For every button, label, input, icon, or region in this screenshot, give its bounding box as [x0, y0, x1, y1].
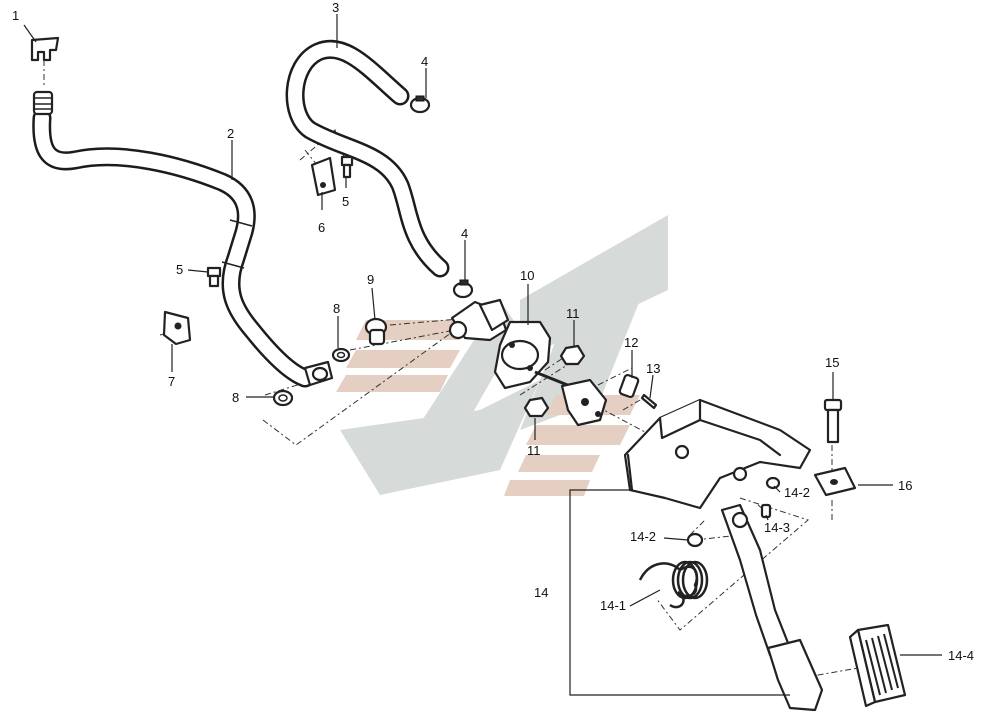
- callout-7: 7: [168, 374, 175, 389]
- callout-1: 1: [12, 8, 19, 23]
- clip-nut-part-16: [813, 466, 857, 497]
- callout-4-lower: 4: [461, 226, 468, 241]
- callout-11-upper: 11: [566, 306, 580, 321]
- hose-clamp-part-4-lower: [452, 279, 474, 299]
- callout-4-upper: 4: [421, 54, 428, 69]
- callout-5-upper: 5: [342, 194, 349, 209]
- callout-11-lower: 11: [527, 443, 541, 458]
- leader-lines: [23, 14, 942, 656]
- callout-13: 13: [646, 361, 660, 376]
- callout-16: 16: [898, 478, 912, 493]
- hose-union: [303, 360, 334, 387]
- callout-2: 2: [227, 126, 234, 141]
- bolt-part-5-left: [206, 266, 222, 288]
- callout-14-2-right: 14-2: [784, 485, 810, 500]
- banjo-bolt-part-9: [364, 317, 388, 346]
- callout-14-1: 14-1: [600, 598, 626, 613]
- callout-14-3: 14-3: [764, 520, 790, 535]
- alignment-lines: [43, 60, 859, 681]
- cotter-pin-part-13: [640, 393, 658, 410]
- callout-labels: 1 2 3 4 4 5 5 6 7 8 8 9 10 11 11 12 13 1…: [12, 0, 974, 663]
- pedal-pad-part-14-4: [848, 623, 907, 708]
- callout-10: 10: [520, 268, 534, 283]
- clip-part-1: [30, 36, 60, 62]
- bolt-part-15: [823, 398, 843, 444]
- callout-bracket-14: [569, 489, 790, 696]
- callout-8-left: 8: [232, 390, 239, 405]
- pedal-bracket-assembly: [623, 398, 812, 510]
- bushing-part-14-2-right: [765, 476, 781, 490]
- pin-part-12: [618, 373, 640, 399]
- callout-14-4: 14-4: [948, 648, 974, 663]
- nut-part-11-lower: [523, 396, 550, 418]
- hose-end-fitting: [32, 90, 54, 116]
- callout-3: 3: [332, 0, 339, 15]
- bracket-part-7: [162, 310, 192, 346]
- watermark-logo: [336, 215, 668, 496]
- bushing-part-14-2-left: [686, 532, 704, 548]
- callout-6: 6: [318, 220, 325, 235]
- master-cylinder-part-10: [448, 298, 608, 427]
- washer-part-8-left: [272, 389, 294, 407]
- hose-clamp-part-4-upper: [409, 95, 431, 114]
- hose-2: [32, 108, 315, 388]
- hose-3: [285, 39, 450, 278]
- washer-part-8-right: [331, 347, 351, 363]
- nut-part-11-upper: [559, 344, 586, 366]
- callout-5-left: 5: [176, 262, 183, 277]
- callout-14-2-left: 14-2: [630, 529, 656, 544]
- bolt-part-5-upper: [340, 155, 354, 179]
- clutch-pedal-arm: [720, 503, 824, 712]
- callout-8-right: 8: [333, 301, 340, 316]
- bracket-part-6: [310, 156, 337, 197]
- callout-14: 14: [534, 585, 548, 600]
- callout-12: 12: [624, 335, 638, 350]
- bushing-part-14-3: [760, 503, 772, 519]
- callout-15: 15: [825, 355, 839, 370]
- callout-9: 9: [367, 272, 374, 287]
- return-spring-part-14-1: [638, 560, 709, 609]
